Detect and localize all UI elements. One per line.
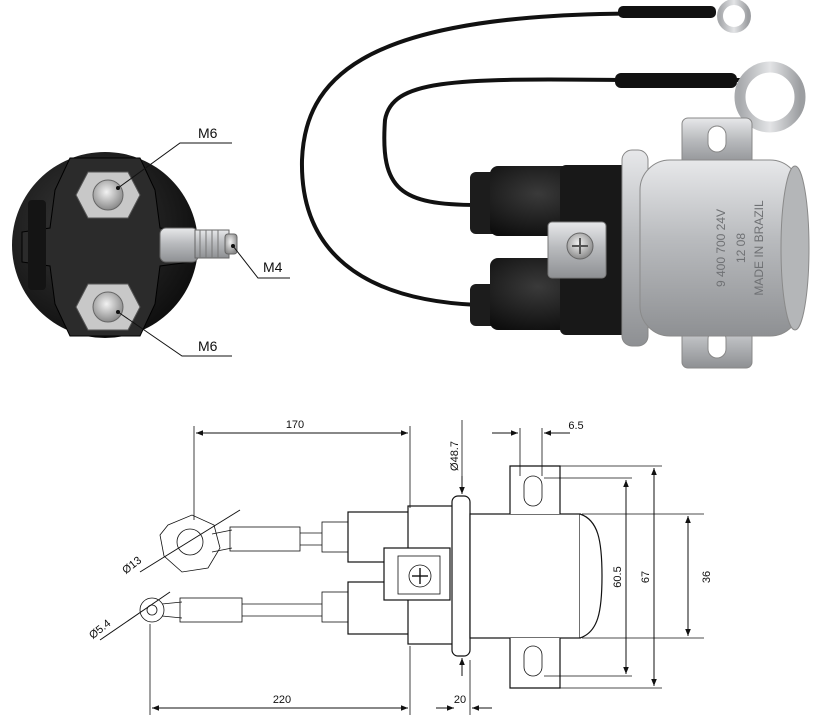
housing-text-line1: MADE IN BRAZIL <box>752 200 766 296</box>
dim-label-48-7: Ø48.7 <box>449 441 461 471</box>
dim-label-36: 36 <box>701 571 713 583</box>
callout-m6-top: M6 <box>198 125 218 141</box>
housing-text-line2: 12 08 <box>734 233 748 263</box>
ring-terminal-small <box>717 0 751 33</box>
drawing-housing <box>469 513 581 639</box>
dim-label-6-5: 6.5 <box>568 420 583 432</box>
dim-label-170: 170 <box>286 419 304 431</box>
callout-m4: M4 <box>263 259 283 275</box>
dim-label-ring-5-4: Ø5.4 <box>87 618 113 642</box>
dim-label-20: 20 <box>454 694 466 706</box>
wire-short <box>382 77 745 207</box>
ring-terminal-large <box>734 61 806 133</box>
housing-text-line3: 9 400 700 24V <box>714 209 728 287</box>
wire-sleeve-lower <box>179 597 243 623</box>
dim-label-ring-13: Ø13 <box>120 555 144 577</box>
dim-label-220: 220 <box>273 694 291 706</box>
callout-m6-bottom: M6 <box>198 338 218 354</box>
dim-label-60-5: 60.5 <box>612 566 624 587</box>
end-view-photo <box>12 152 238 338</box>
dim-label-67: 67 <box>640 571 652 583</box>
small-terminal <box>159 227 199 263</box>
wire-long <box>299 10 716 307</box>
drawing-flange <box>451 495 471 657</box>
technical-drawing <box>99 420 704 715</box>
wire-sleeve-upper <box>229 526 301 552</box>
callout-leaders <box>116 142 290 357</box>
side-view-photo: MADE IN BRAZIL 12 08 9 400 700 24V <box>299 0 810 369</box>
